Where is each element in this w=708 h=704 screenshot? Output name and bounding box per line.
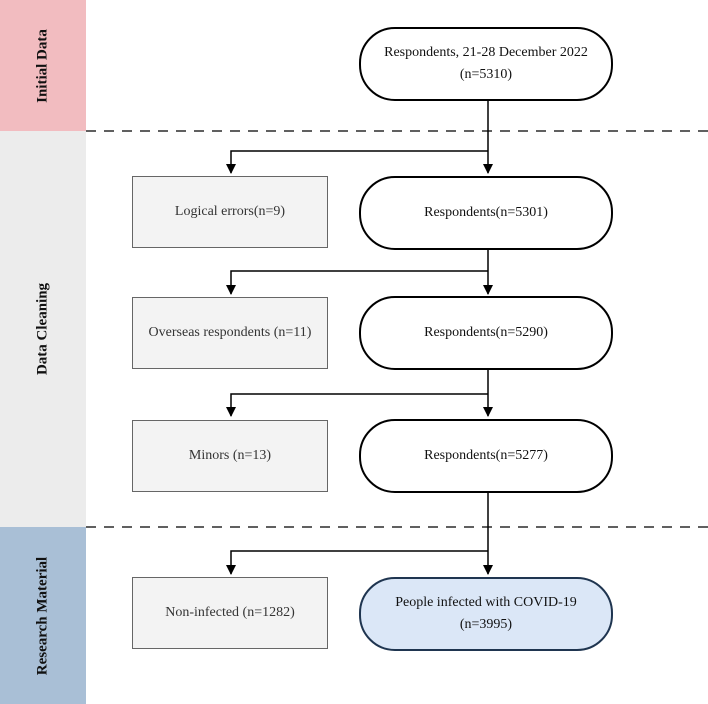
arrow-to-overseas: [226, 270, 488, 295]
arrow-to-logical-errors: [226, 150, 488, 174]
step2-node-label: Respondents(n=5290): [424, 325, 548, 340]
start-node-count: (n=5310): [459, 67, 513, 82]
excluded-non-infected-label: Non-infected (n=1282): [165, 605, 295, 620]
step1-node: Respondents(n=5301): [359, 176, 613, 250]
excluded-overseas-label: Overseas respondents (n=11): [148, 325, 312, 340]
start-node-label: Respondents, 21-28 December 2022: [384, 45, 588, 60]
final-node: People infected with COVID-19 (n=3995): [359, 577, 613, 651]
excluded-non-infected: Non-infected (n=1282): [132, 577, 328, 649]
excluded-minors: Minors (n=13): [132, 420, 328, 492]
final-node-label: People infected with COVID-19: [395, 595, 577, 610]
excluded-overseas: Overseas respondents (n=11): [132, 297, 328, 369]
arrow-to-non-infected: [226, 550, 488, 575]
start-node: Respondents, 21-28 December 2022 (n=5310…: [359, 27, 613, 101]
excluded-minors-label: Minors (n=13): [188, 448, 272, 463]
excluded-logical-errors: Logical errors(n=9): [132, 176, 328, 248]
arrow-to-minors: [226, 393, 488, 417]
step3-node-label: Respondents(n=5277): [424, 448, 548, 463]
excluded-logical-errors-label: Logical errors(n=9): [174, 204, 286, 219]
step3-node: Respondents(n=5277): [359, 419, 613, 493]
section-initial-data: Initial Data: [0, 0, 86, 131]
step1-node-label: Respondents(n=5301): [424, 205, 548, 220]
step2-node: Respondents(n=5290): [359, 296, 613, 370]
section-data-cleaning: Data Cleaning: [0, 131, 86, 527]
section-research-material: Research Material: [0, 527, 86, 704]
final-node-count: (n=3995): [459, 617, 513, 632]
